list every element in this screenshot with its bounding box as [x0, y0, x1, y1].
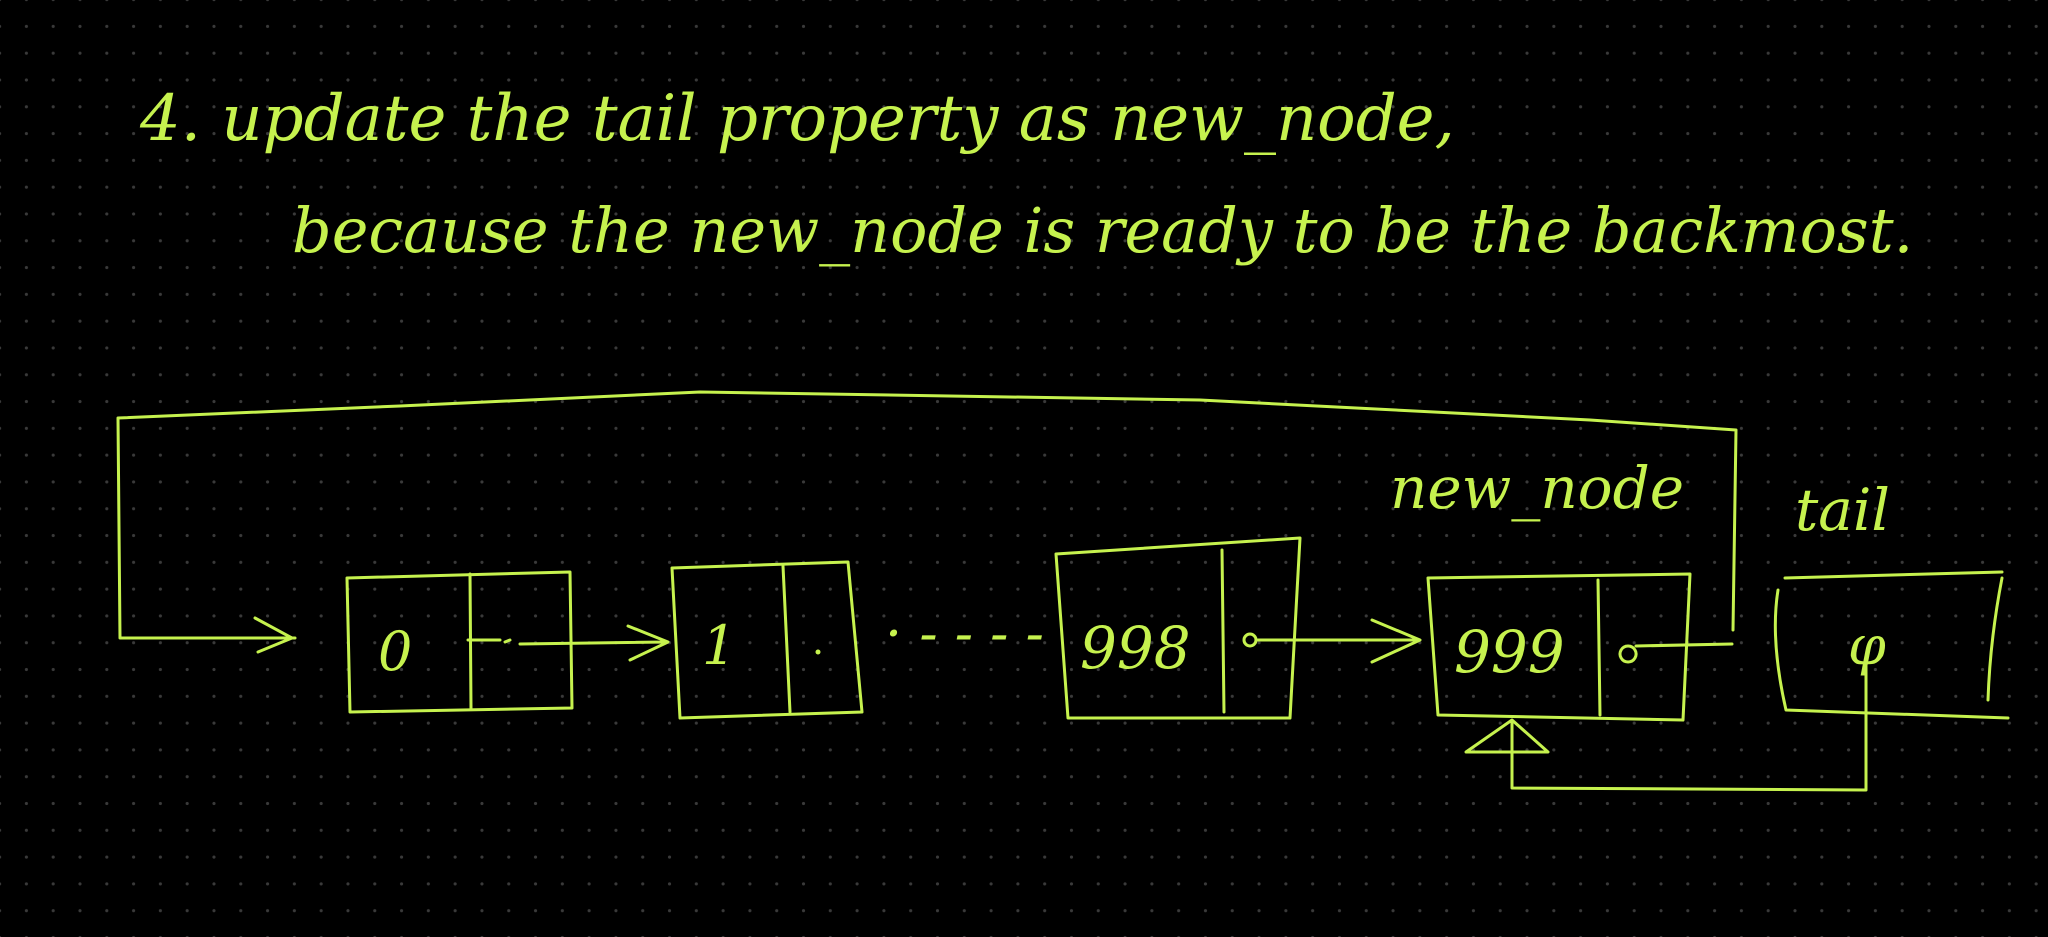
node-box-998: 998 — [1054, 536, 1302, 720]
pointer-dot — [815, 649, 821, 655]
node-box-0: 0 — [345, 570, 574, 714]
pointer-dot — [1618, 642, 1734, 664]
next-pointer-arrow-998 — [1256, 618, 1422, 664]
node-value: 999 — [1454, 618, 1565, 686]
node-divider — [781, 564, 792, 714]
node-value: 0 — [378, 620, 412, 683]
step-explanation: because the new_node is ready to be the … — [292, 194, 1913, 267]
node-divider — [1220, 548, 1226, 714]
tail-pointer-arrow — [1464, 656, 1868, 792]
tail-label: tail — [1795, 476, 1890, 544]
ellipsis: · - - - - — [885, 602, 1044, 665]
node-value: 998 — [1080, 614, 1191, 682]
tail-pointer-box: φ — [1773, 570, 2010, 720]
pointer-dot — [466, 638, 512, 644]
circular-link-arrowhead — [253, 616, 294, 654]
node-box-1: 1 — [670, 560, 864, 720]
pointer-dot — [1242, 632, 1258, 648]
node-box-999: 999 — [1426, 572, 1734, 722]
circular-link-line — [116, 390, 1738, 640]
step-heading: 4. update the tail property as new_node, — [139, 82, 1455, 156]
node-divider — [1596, 578, 1602, 717]
next-pointer-arrow-0 — [518, 624, 670, 662]
new-node-label: new_node — [1390, 454, 1684, 522]
node-value: 1 — [702, 614, 736, 677]
